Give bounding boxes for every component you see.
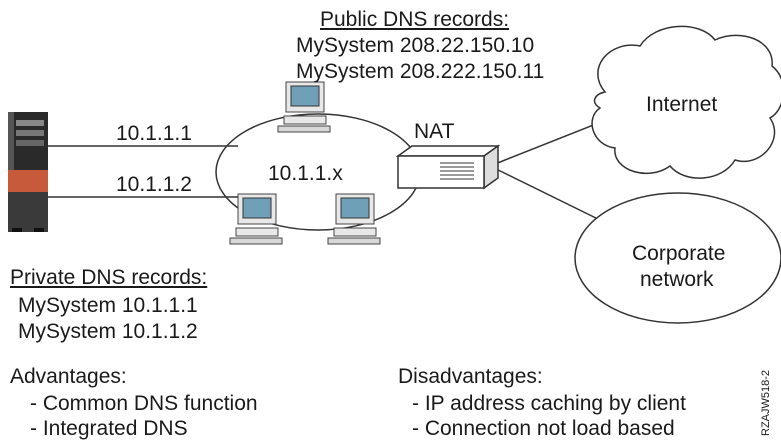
corporate-network-ellipse xyxy=(574,192,781,324)
disadvantage-item-1: - IP address caching by client xyxy=(412,392,686,415)
advantage-item-2: - Integrated DNS xyxy=(30,417,188,440)
corporate-label-line1: Corporate xyxy=(632,242,726,265)
private-dns-record-2: MySystem 10.1.1.2 xyxy=(18,320,198,343)
advantage-item-1: - Common DNS function xyxy=(30,392,258,415)
link-ip-1: 10.1.1.1 xyxy=(116,122,192,145)
pc-icon-bottom-right xyxy=(327,193,381,245)
nat-corporate-link xyxy=(489,165,605,223)
internet-cloud-icon xyxy=(591,25,781,179)
server-icon xyxy=(8,112,48,232)
public-dns-record-1: MySystem 208.22.150.10 xyxy=(296,34,535,57)
disadvantage-item-2: - Connection not load based xyxy=(412,417,675,440)
link-ip-2: 10.1.1.2 xyxy=(116,173,192,196)
pc-icon-top xyxy=(277,81,331,133)
public-dns-record-2: MySystem 208.222.150.11 xyxy=(296,60,545,83)
private-dns-record-1: MySystem 10.1.1.1 xyxy=(18,294,198,317)
figure-id: RZAJW518-2 xyxy=(760,369,772,436)
pc-icon-bottom-left xyxy=(229,193,283,245)
internet-label: Internet xyxy=(646,93,718,116)
subnet-label: 10.1.1.x xyxy=(268,162,343,185)
nat-label: NAT xyxy=(414,120,455,143)
public-dns-heading: Public DNS records: xyxy=(320,8,510,31)
corporate-label-line2: network xyxy=(640,268,714,291)
nat-device-icon xyxy=(395,144,501,190)
private-dns-heading: Private DNS records: xyxy=(10,266,208,289)
nat-internet-link xyxy=(489,119,607,167)
disadvantages-heading: Disadvantages: xyxy=(398,365,543,388)
advantages-heading: Advantages: xyxy=(10,365,127,388)
